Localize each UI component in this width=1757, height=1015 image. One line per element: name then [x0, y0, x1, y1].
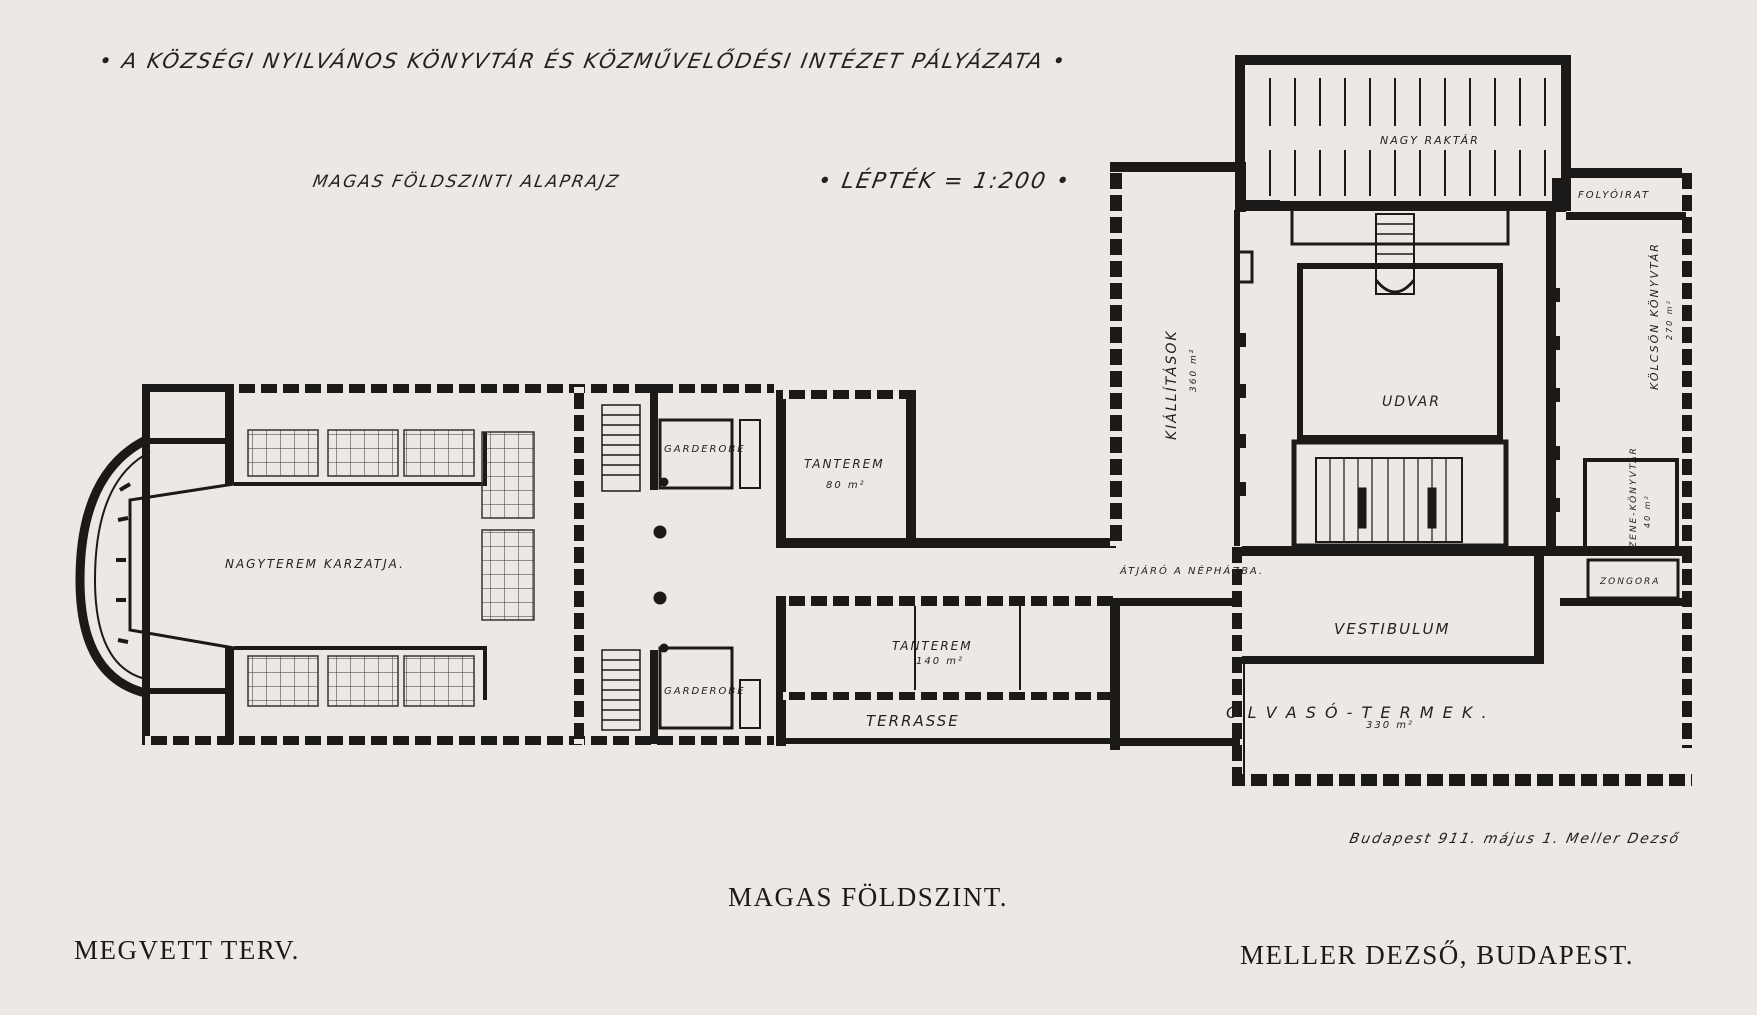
room-label-kiallitasok-area: 360 m²	[1189, 348, 1199, 392]
room-label-vestibulum: VESTIBULUM	[1334, 620, 1450, 638]
caption-floor-name: MAGAS FÖLDSZINT.	[728, 882, 1009, 912]
room-label-tanterem-bottom-area: 140 m²	[916, 656, 964, 667]
plan-title: MAGAS FÖLDSZINTI ALAPRAJZ	[311, 170, 622, 192]
room-label-kolcson-area: 270 m²	[1665, 299, 1674, 340]
caption-architect: MELLER DEZSŐ, BUDAPEST.	[1240, 940, 1635, 970]
stacks-block: NAGY RAKTÁR	[1235, 55, 1571, 211]
room-label-atjaro: ÁTJÁRÓ A NÉPHÁZBA.	[1119, 564, 1264, 577]
room-label-tanterem-top-area: 80 m²	[826, 480, 866, 491]
room-label-kiallitasok: KIÁLLÍTÁSOK	[1163, 329, 1180, 440]
room-label-udvar: UDVAR	[1382, 394, 1441, 410]
right-wing	[1546, 168, 1692, 748]
room-label-tanterem-bottom: TANTEREM	[892, 639, 973, 653]
room-label-olvaso-area: 330 m²	[1366, 720, 1414, 731]
signature: Budapest 911. május 1. Meller Dezső	[1348, 831, 1682, 847]
room-label-zene-konyvtar: ZENE-KÖNYVTÁR	[1627, 446, 1639, 549]
room-label-nagyterem-karzata: NAGYTEREM KARZATJA.	[225, 557, 405, 571]
court-block	[1290, 206, 1510, 549]
room-label-nagy-raktar: NAGY RAKTÁR	[1380, 134, 1480, 147]
room-label-folyoirat: FOLYÓIRAT	[1578, 188, 1650, 201]
stair-hall	[584, 384, 774, 745]
room-label-garderobe-top: GARDEROBE	[664, 444, 746, 455]
room-label-zene-area: 40 m²	[1643, 494, 1652, 528]
room-label-garderobe-bottom: GARDEROBE	[664, 686, 746, 697]
room-label-terrasse: TERRASSE	[866, 712, 960, 730]
room-label-olvaso-termek: O L V A S Ó - T E R M E K .	[1226, 703, 1489, 722]
room-labels: FOLYÓIRAT NAGYTEREM KARZATJA. GARDEROBE …	[225, 188, 1674, 731]
header-title: • A KÖZSÉGI NYILVÁNOS KÖNYVTÁR ÉS KÖZMŰV…	[97, 48, 1069, 73]
room-label-kolcson-konyvtar: KÖLCSÖN KÖNYVTÁR	[1648, 242, 1661, 390]
room-label-tanterem-top: TANTEREM	[804, 457, 885, 471]
reading-room	[1110, 546, 1692, 786]
classroom-wing	[776, 390, 1116, 746]
room-label-zongora: ZONGORA	[1599, 577, 1660, 587]
left-wing	[75, 384, 584, 745]
scale-label: • LÉPTÉK = 1:200 •	[816, 166, 1074, 194]
caption-status: MEGVETT TERV.	[74, 935, 300, 965]
